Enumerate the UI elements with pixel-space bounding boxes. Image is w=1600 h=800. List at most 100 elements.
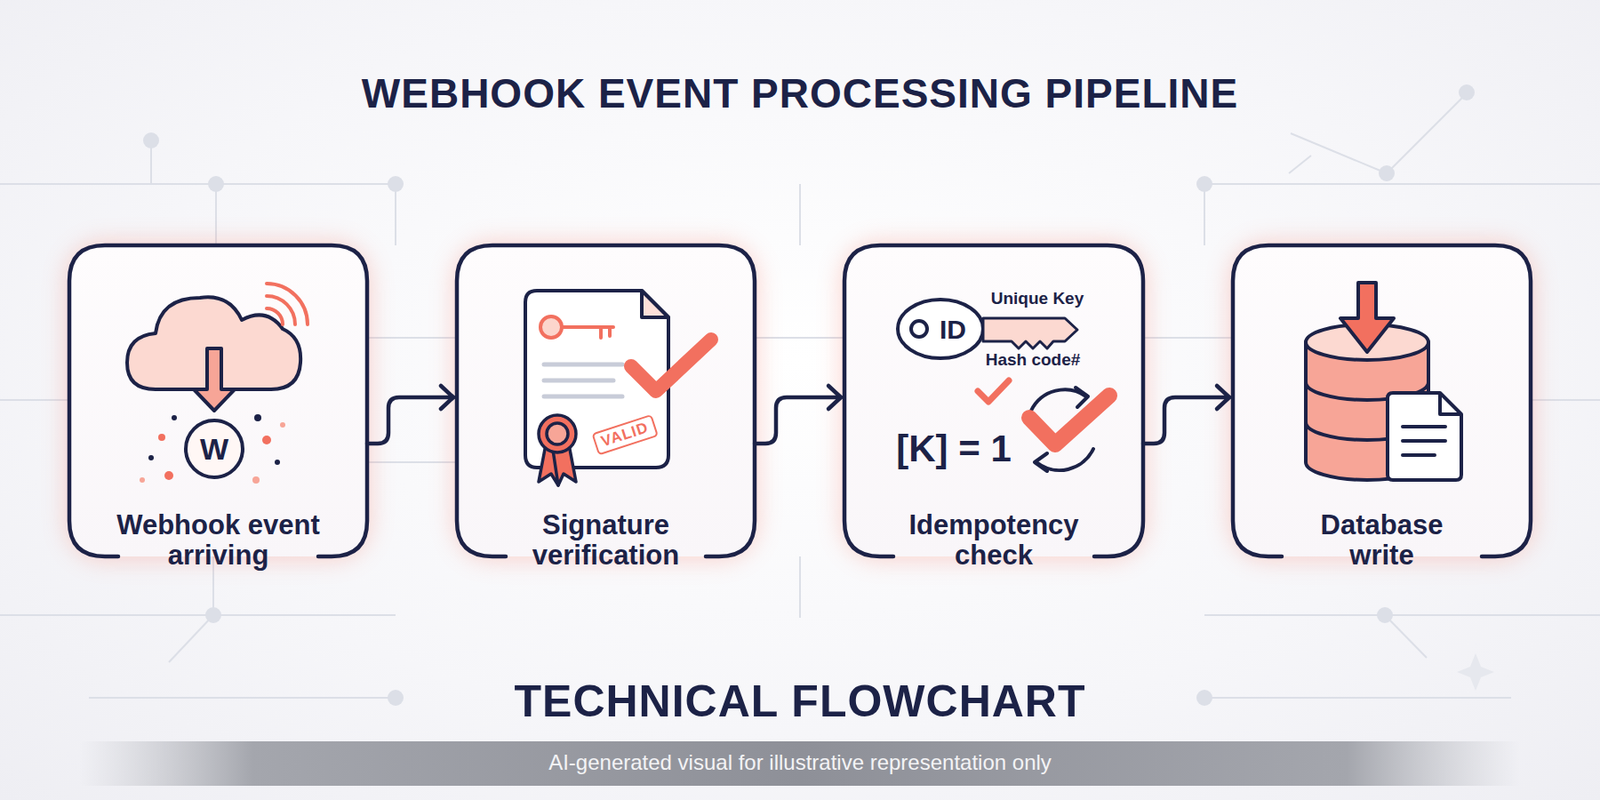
signal-waves xyxy=(266,296,296,325)
circuit-dots xyxy=(1196,689,1213,706)
id-key-icon xyxy=(911,320,928,337)
circuit-lines xyxy=(215,184,217,246)
footer-band xyxy=(80,741,1520,786)
text-lines xyxy=(544,362,623,368)
circuit-lines xyxy=(367,461,457,464)
cloud-icon xyxy=(127,296,301,478)
circuit-lines xyxy=(1384,615,1427,658)
down-arrow xyxy=(1340,282,1394,352)
process-box: Idempotency check xyxy=(844,245,1144,557)
circuit-lines xyxy=(755,336,845,339)
particle-dots xyxy=(139,477,145,483)
seal-icon xyxy=(538,415,576,453)
database-icon xyxy=(1305,382,1429,400)
circuit-lines xyxy=(1204,183,1600,185)
record-document xyxy=(1440,392,1462,415)
database-icon xyxy=(1305,324,1429,480)
diagram-title: WEBHOOK EVENT PROCESSING PIPELINE xyxy=(0,69,1600,118)
circuit-lines xyxy=(0,93,1600,698)
text-lines xyxy=(544,394,623,400)
box-label: Database write xyxy=(1302,510,1463,571)
cycle-arrows xyxy=(1036,448,1094,471)
particle-dots xyxy=(148,455,154,461)
connector-line xyxy=(1143,397,1230,444)
id-key-icon xyxy=(897,299,984,359)
particle-dots xyxy=(252,476,260,484)
circuit-lines xyxy=(0,183,396,185)
circuit-lines xyxy=(0,614,396,616)
circuit-dots xyxy=(205,607,222,624)
circuit-dots xyxy=(208,176,224,192)
record-document xyxy=(1402,426,1446,456)
small-check xyxy=(977,380,1009,402)
record-document xyxy=(1387,392,1462,480)
id-key-icon xyxy=(983,318,1078,349)
circuit-lines xyxy=(1386,93,1467,174)
box-label: Idempotency check xyxy=(878,510,1110,571)
circuit-dots xyxy=(143,132,160,149)
flow-arrow xyxy=(1143,385,1230,444)
circuit-lines xyxy=(1288,155,1312,174)
seal-icon xyxy=(546,423,568,445)
seal-icon xyxy=(538,444,564,486)
circuit-lines xyxy=(1204,696,1512,699)
seal-icon xyxy=(552,444,576,486)
cloud-icon xyxy=(127,296,301,390)
circuit-dots xyxy=(1196,176,1213,192)
circuit-lines xyxy=(1530,399,1600,401)
circuit-dots xyxy=(1458,84,1475,101)
document-icon xyxy=(641,290,669,318)
circuit-dots xyxy=(387,176,404,192)
footer-note: AI-generated visual for illustrative rep… xyxy=(548,750,1052,776)
circuit-lines xyxy=(799,184,801,246)
cloud-icon xyxy=(185,420,243,478)
database-icon xyxy=(1305,324,1429,360)
cycle-arrows xyxy=(1034,453,1048,472)
particle-dots xyxy=(164,471,174,480)
circuit-lines xyxy=(1204,614,1600,616)
arrow-head xyxy=(440,385,454,409)
particle-dots xyxy=(274,459,280,465)
circuit-lines xyxy=(168,615,214,663)
connector-line xyxy=(367,397,454,444)
text-lines xyxy=(544,364,623,397)
record-document xyxy=(1387,392,1462,480)
small-key-icon xyxy=(561,327,614,338)
particle-dots xyxy=(262,435,272,445)
flow-arrow xyxy=(367,385,454,444)
particle-dots xyxy=(139,414,286,484)
process-box: Webhook event arriving xyxy=(69,245,368,557)
circuit-lines xyxy=(1203,184,1206,246)
text-lines xyxy=(544,378,614,384)
small-key-icon xyxy=(540,316,562,338)
particle-dots xyxy=(171,415,177,421)
signal-waves xyxy=(266,283,308,325)
particle-dots xyxy=(158,433,166,441)
process-box: Signature verification xyxy=(456,245,755,557)
circuit-lines xyxy=(367,336,457,339)
circuit-lines xyxy=(0,399,70,401)
database-icon xyxy=(1305,342,1429,480)
id-key-icon xyxy=(897,299,1078,359)
sparkle xyxy=(1456,653,1495,691)
circuit-lines xyxy=(1143,336,1233,339)
connector-line xyxy=(754,397,841,444)
circuit-lines xyxy=(150,142,152,184)
check-mark xyxy=(1029,395,1110,445)
arrow-head xyxy=(828,385,841,409)
signal-waves xyxy=(266,283,308,325)
circuit-lines xyxy=(799,556,801,618)
particle-dots xyxy=(254,414,262,422)
diagram-caption: TECHNICAL FLOWCHART xyxy=(0,675,1600,728)
cycle-arrows xyxy=(1031,389,1087,411)
flow-arrow xyxy=(754,385,841,444)
circuit-lines xyxy=(88,696,396,699)
check-mark xyxy=(631,339,712,392)
circuit-dots xyxy=(1376,607,1393,624)
circuit-dots xyxy=(387,689,404,706)
box-label: Webhook event arriving xyxy=(103,510,335,571)
database-icon xyxy=(1305,422,1429,440)
cycle-arrows xyxy=(1031,387,1094,472)
